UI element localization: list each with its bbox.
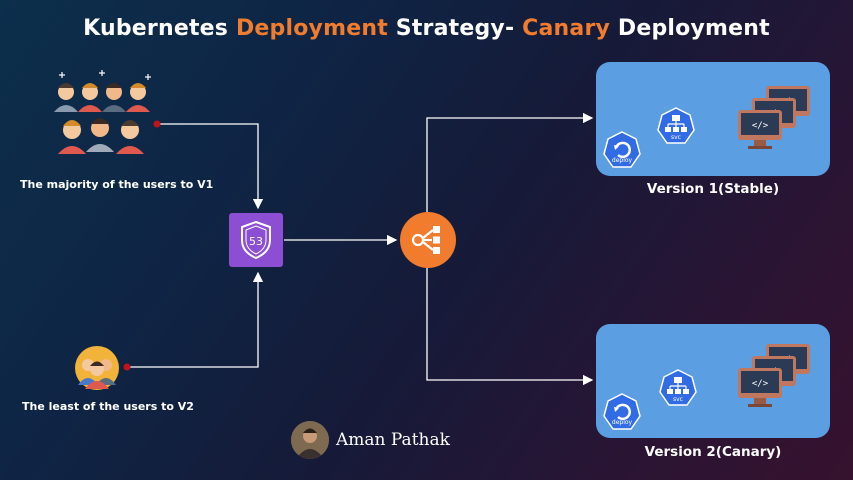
version2-panel: deploy svc </> </> </> [596, 324, 830, 438]
edge-lb-to-v2 [426, 268, 594, 386]
title-highlight: Canary [522, 16, 611, 41]
code-monitors-icon: </> </> </> [738, 344, 810, 407]
small-group-users-icon [74, 345, 120, 391]
k8s-deploy-icon: deploy [603, 393, 641, 430]
route53-shield-icon: 53 [241, 220, 271, 260]
deploy-label: deploy [612, 419, 633, 426]
svc-label: svc [671, 134, 681, 141]
version1-panel: deploy svc </> </> </> [596, 62, 830, 176]
title-highlight: Deployment [235, 16, 388, 41]
connector-dot [153, 120, 161, 128]
route53-label: 53 [249, 235, 263, 248]
least-users-caption: The least of the users to V2 [22, 400, 194, 413]
connector-dot [123, 363, 131, 371]
load-balancer-icon [400, 212, 456, 268]
k8s-svc-icon: svc [657, 107, 695, 144]
svg-text:</>: </> [752, 121, 769, 131]
edge-majority-to-route53 [158, 123, 264, 210]
svc-label: svc [673, 396, 683, 403]
title-part: Deployment [610, 16, 770, 41]
version2-caption: Version 2(Canary) [644, 444, 782, 460]
edge-least-to-route53 [128, 271, 264, 368]
title-part: Kubernetes [83, 16, 236, 41]
svg-text:</>: </> [752, 379, 769, 389]
k8s-svc-icon: svc [659, 369, 697, 406]
majority-users-caption: The majority of the users to V1 [20, 178, 214, 191]
title-part: Strategy- [387, 16, 523, 41]
avatar [291, 421, 329, 459]
page-title: Kubernetes Deployment Strategy- Canary D… [0, 16, 853, 41]
k8s-deploy-icon: deploy [603, 131, 641, 168]
route53-node: 53 [229, 213, 283, 267]
version1-caption: Version 1(Stable) [646, 181, 780, 197]
author-name: Aman Pathak [336, 430, 450, 450]
deploy-label: deploy [612, 157, 633, 164]
crowd-users-icon [52, 66, 160, 164]
code-monitors-icon: </> </> </> [738, 86, 810, 149]
edge-lb-to-v1 [426, 112, 594, 212]
